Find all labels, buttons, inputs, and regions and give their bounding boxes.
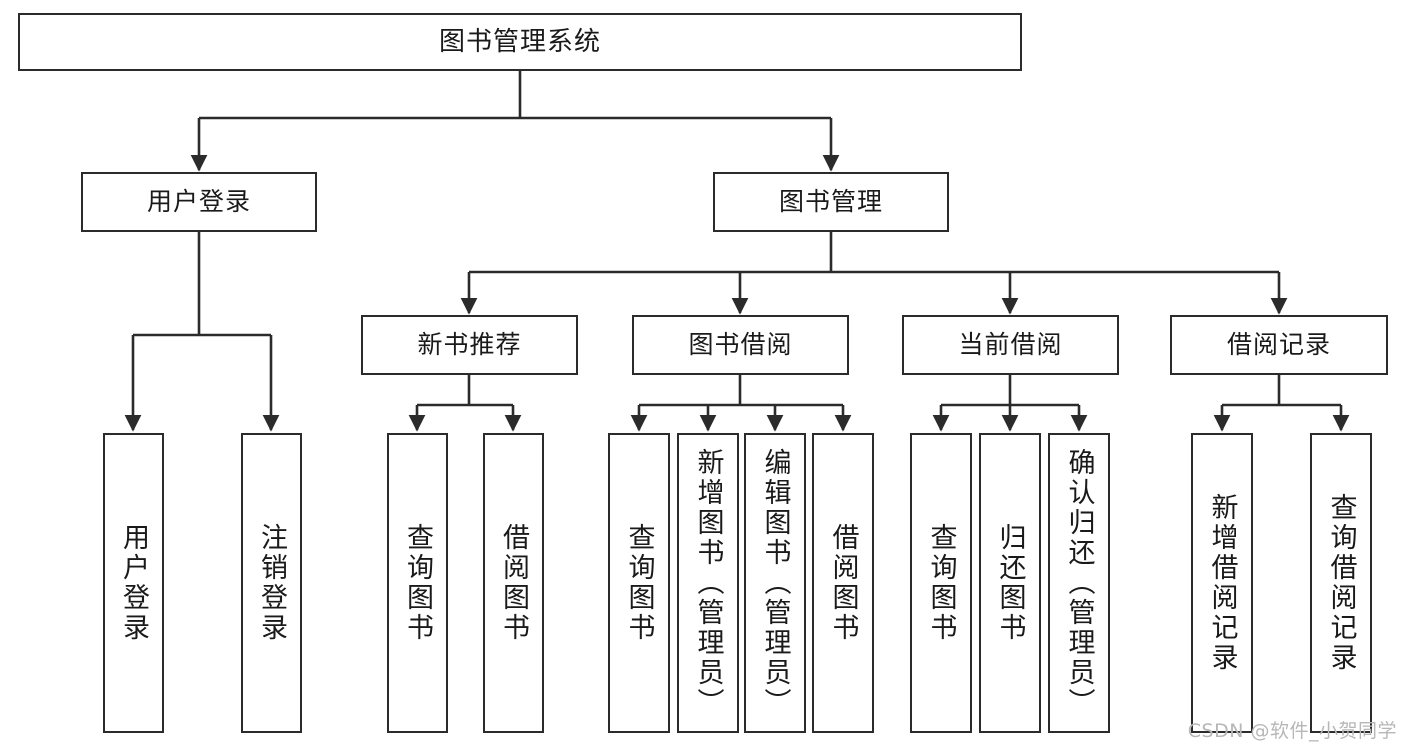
node-label: 借阅图书 (498, 523, 529, 643)
node-label: 借阅记录 (1226, 330, 1331, 360)
node-label: 编辑图书（管理员） (759, 448, 791, 718)
node-borrow-record[interactable]: 借阅记录 (1170, 315, 1388, 375)
leaf-return-book[interactable]: 归还图书 (979, 433, 1041, 733)
node-label: 新增借阅记录 (1206, 493, 1238, 673)
leaf-edit-book-admin[interactable]: 编辑图书（管理员） (744, 433, 806, 733)
leaf-query-book-nb[interactable]: 查询图书 (387, 433, 448, 733)
leaf-add-borrow-record[interactable]: 新增借阅记录 (1191, 433, 1253, 733)
node-label: 当前借阅 (958, 330, 1063, 360)
node-current-borrow[interactable]: 当前借阅 (902, 315, 1119, 375)
node-label: 图书管理系统 (438, 26, 601, 57)
leaf-query-borrow-record[interactable]: 查询借阅记录 (1310, 433, 1372, 733)
node-label: 新增图书（管理员） (692, 448, 724, 718)
leaf-query-book-bb[interactable]: 查询图书 (608, 433, 670, 733)
node-new-book-recommend[interactable]: 新书推荐 (361, 315, 578, 375)
node-label: 用户登录 (146, 187, 251, 217)
leaf-borrow-book-bb[interactable]: 借阅图书 (812, 433, 874, 733)
node-label: 图书借阅 (688, 330, 793, 360)
node-root-book-management-system[interactable]: 图书管理系统 (18, 13, 1022, 71)
node-label: 确认归还（管理员） (1063, 448, 1095, 718)
node-label: 查询借阅记录 (1325, 493, 1357, 673)
node-label: 新书推荐 (417, 330, 522, 360)
node-label: 借阅图书 (827, 523, 859, 643)
node-book-management[interactable]: 图书管理 (713, 172, 949, 232)
node-label: 注销登录 (256, 523, 287, 643)
node-label: 查询图书 (623, 523, 655, 643)
node-user-login[interactable]: 用户登录 (81, 172, 317, 232)
leaf-add-book-admin[interactable]: 新增图书（管理员） (677, 433, 739, 733)
csdn-watermark: CSDN @软件_小贺同学 (1187, 720, 1397, 742)
leaf-logout[interactable]: 注销登录 (241, 433, 302, 733)
leaf-borrow-book-nb[interactable]: 借阅图书 (483, 433, 544, 733)
leaf-confirm-return-admin[interactable]: 确认归还（管理员） (1048, 433, 1110, 733)
node-label: 查询图书 (925, 523, 957, 643)
node-label: 用户登录 (118, 523, 149, 643)
node-book-borrow[interactable]: 图书借阅 (632, 315, 849, 375)
node-label: 图书管理 (778, 187, 883, 217)
leaf-user-login[interactable]: 用户登录 (103, 433, 164, 733)
node-label: 查询图书 (402, 523, 433, 643)
node-label: 归还图书 (994, 523, 1026, 643)
leaf-query-book-cb[interactable]: 查询图书 (910, 433, 972, 733)
